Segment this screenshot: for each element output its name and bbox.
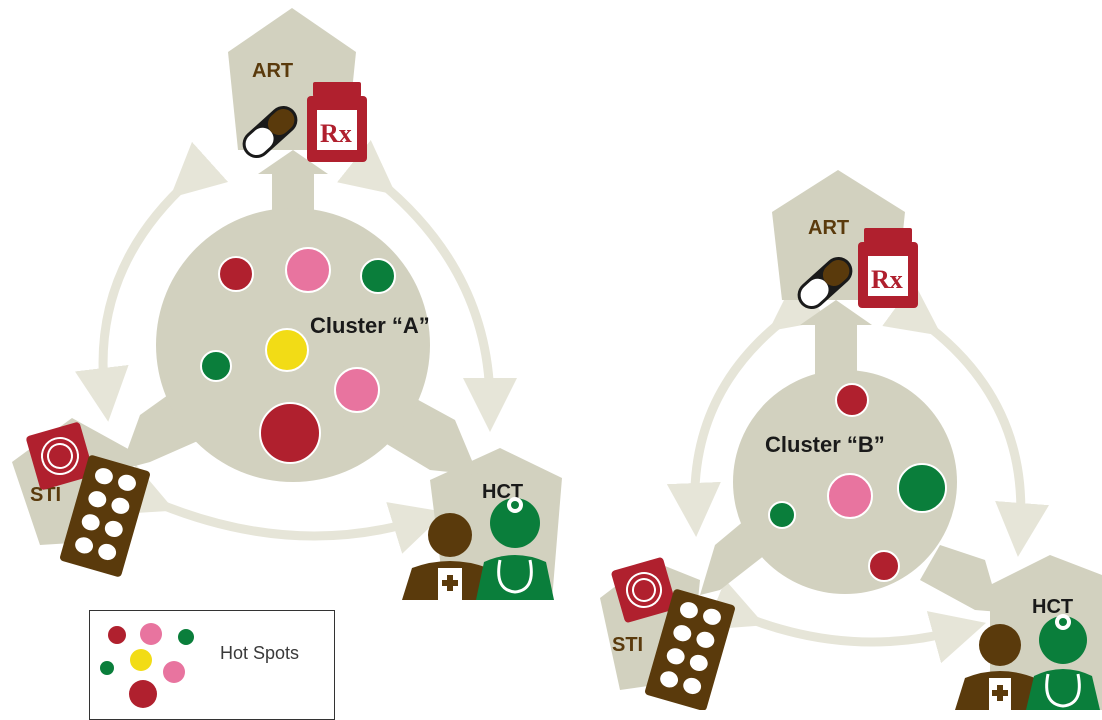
capsule-icon-b <box>797 256 853 310</box>
cluster-b-title: Cluster “B” <box>765 432 885 457</box>
hot-spot-a-red-7 <box>259 402 321 464</box>
cycle-arrow-art-hct <box>337 140 517 432</box>
sti-label: STI <box>30 484 61 506</box>
legend-dots <box>100 623 194 708</box>
art-label: ART <box>252 60 293 82</box>
connector-art-b <box>815 320 857 380</box>
hot-spot-b-pink-2 <box>827 473 873 519</box>
cluster-b: Cluster “B” ART Rx STI <box>600 170 1102 710</box>
nurse-icon-b <box>1026 614 1100 710</box>
cycle-arrow-art-sti <box>74 141 229 422</box>
legend-dot-green-3 <box>178 629 194 645</box>
legend-dot-red-1 <box>108 626 126 644</box>
cycle-arrow-art-hct-b <box>882 282 1049 557</box>
rx-label: Rx <box>320 119 352 148</box>
condom-packet-icon <box>26 422 94 490</box>
cluster-a: Cluster “A” ART Rx STI <box>12 8 562 600</box>
rx-bottle-icon: Rx <box>307 82 367 162</box>
hot-spot-a-pink-6 <box>334 367 380 413</box>
doctor-icon <box>402 513 498 600</box>
legend-dot-yellow-5 <box>130 649 152 671</box>
hot-spot-b-green-4 <box>768 501 796 529</box>
rx-label-b: Rx <box>871 265 903 294</box>
connector-hct-b <box>920 545 1000 612</box>
sti-label-b: STI <box>612 634 643 656</box>
legend-dot-green-4 <box>100 661 114 675</box>
hot-spot-a-green-5 <box>200 350 232 382</box>
hot-spot-a-yellow-4 <box>265 328 309 372</box>
cluster-a-title: Cluster “A” <box>310 313 430 338</box>
hot-spot-b-green-3 <box>897 463 947 513</box>
rx-bottle-icon-b: Rx <box>858 228 918 308</box>
hct-label-b: HCT <box>1032 596 1073 618</box>
legend-dot-pink-6 <box>163 661 185 683</box>
hot-spot-a-pink-2 <box>285 247 331 293</box>
nurse-icon <box>476 497 554 600</box>
hot-spot-a-red-1 <box>218 256 254 292</box>
condom-packet-icon-b <box>611 557 677 623</box>
legend-dot-pink-2 <box>140 623 162 645</box>
legend-label: Hot Spots <box>220 643 300 663</box>
legend: Hot Spots <box>89 610 335 720</box>
doctor-icon-b <box>955 624 1045 710</box>
cycle-arrow-sti-hct <box>114 464 446 554</box>
cycle-arrow-art-sti-b <box>666 277 828 537</box>
cluster-a-hot-spots <box>200 247 396 464</box>
art-label-b: ART <box>808 217 849 239</box>
capsule-icon <box>242 105 298 159</box>
connector-art-head-b <box>800 300 872 325</box>
hot-spot-b-red-1 <box>835 383 869 417</box>
cluster-b-hot-spots <box>768 383 947 582</box>
hot-spot-a-green-3 <box>360 258 396 294</box>
cycle-arrow-sti-hct-b <box>704 579 987 664</box>
blister-pack-icon-b <box>645 589 735 710</box>
legend-dot-red-7 <box>129 680 157 708</box>
hot-spot-b-red-5 <box>868 550 900 582</box>
connector-art-head <box>258 150 328 174</box>
blister-pack-icon <box>60 455 150 577</box>
